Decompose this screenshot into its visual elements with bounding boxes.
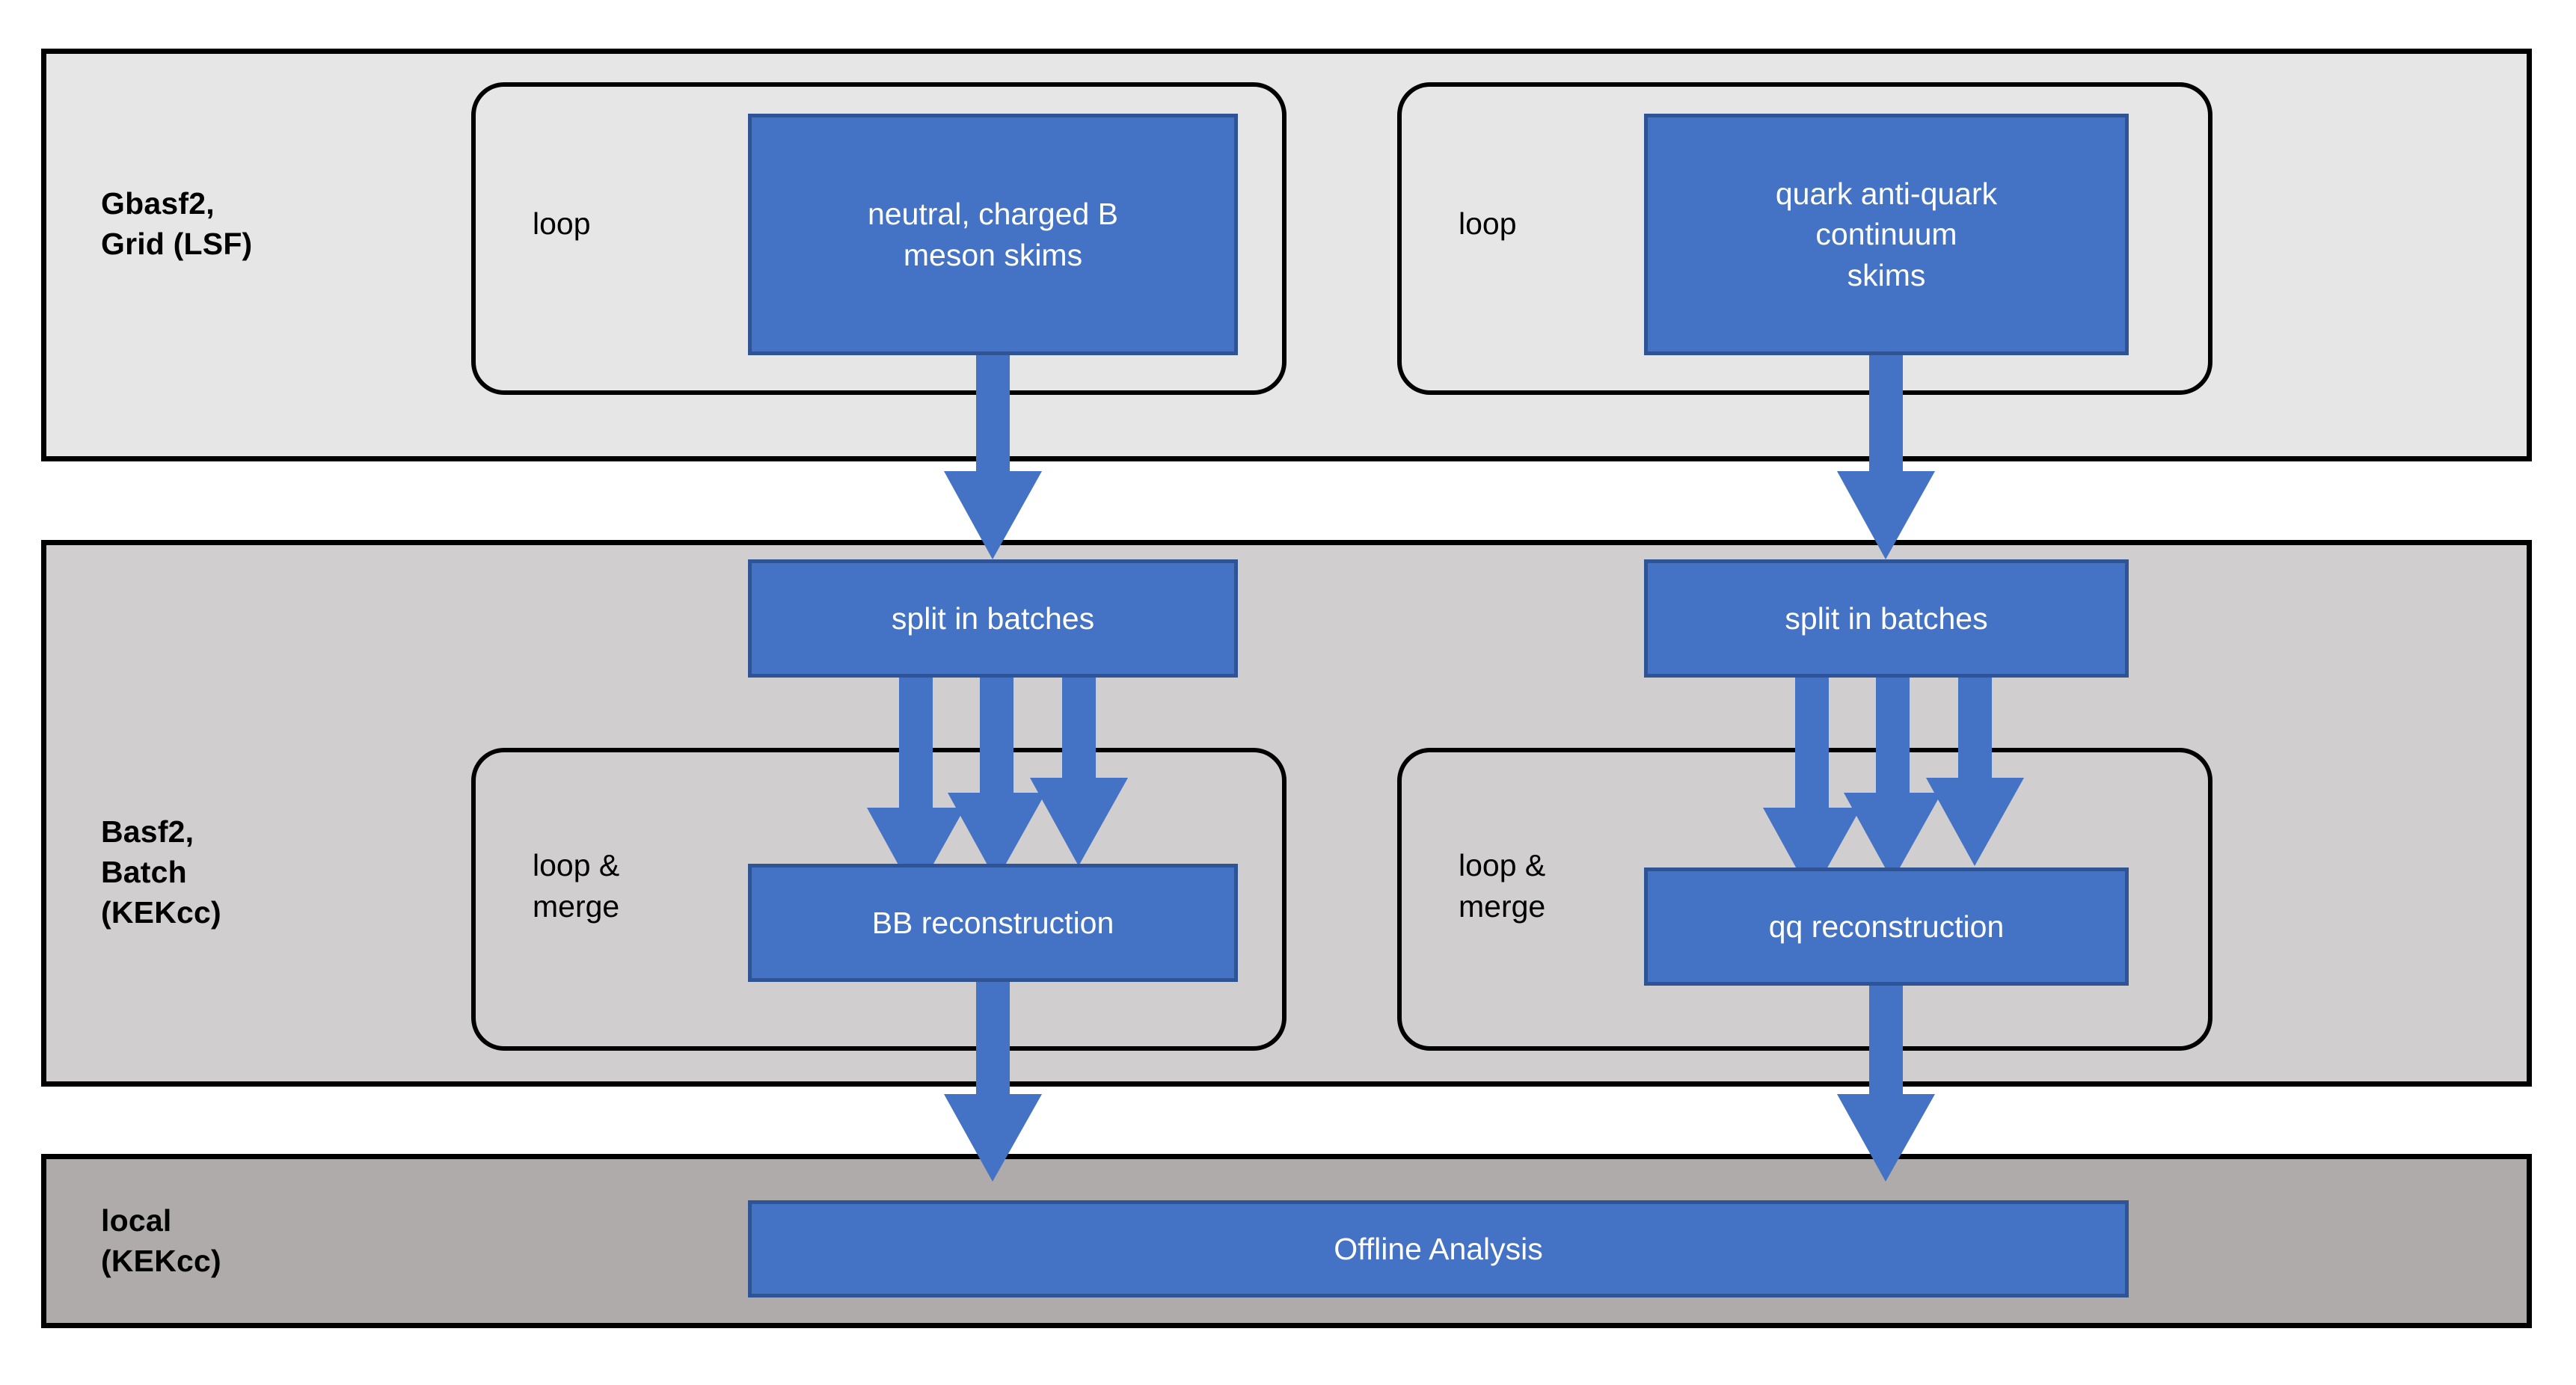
process-split-in-batches-right[interactable]: split in batches	[1644, 559, 2129, 678]
loop-container-top-right	[1397, 82, 2212, 395]
loop-label-top-right: loop	[1459, 206, 1517, 241]
band-label-local: local (KEKcc)	[101, 1203, 221, 1279]
loop-container-middle-left	[471, 748, 1287, 1051]
loop-label-middle-right: loop & merge	[1459, 848, 1546, 924]
loop-label-top-left: loop	[533, 206, 591, 241]
process-b-meson-skims[interactable]: neutral, charged B meson skims	[748, 114, 1238, 355]
process-bb-reconstruction[interactable]: BB reconstruction	[748, 864, 1238, 982]
band-label-gbasf2-grid: Gbasf2, Grid (LSF)	[101, 186, 253, 262]
loop-container-top-left	[471, 82, 1287, 395]
process-qq-continuum-skims[interactable]: quark anti-quark continuum skims	[1644, 114, 2129, 355]
process-split-in-batches-left[interactable]: split in batches	[748, 559, 1238, 678]
band-label-basf2-batch: Basf2, Batch (KEKcc)	[101, 814, 221, 930]
process-offline-analysis[interactable]: Offline Analysis	[748, 1200, 2129, 1298]
loop-label-middle-left: loop & merge	[533, 848, 620, 924]
process-qq-reconstruction[interactable]: qq reconstruction	[1644, 867, 2129, 986]
